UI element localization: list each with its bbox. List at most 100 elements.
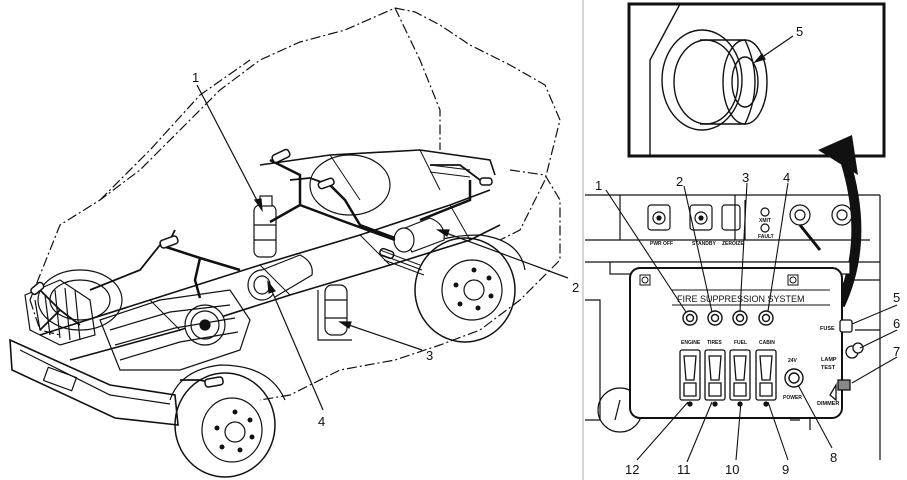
lamp-engine	[682, 310, 698, 326]
front-wheel-hub	[224, 421, 246, 443]
front-fender	[169, 364, 286, 401]
vehicle-callout-2: 2	[572, 280, 579, 295]
cab-outline	[29, 7, 561, 301]
lamp-test-label-2: TEST	[821, 365, 836, 371]
panel-callout-3: 3	[742, 170, 749, 185]
switch-fuel[interactable]	[729, 349, 751, 407]
switch-label-fuel: FUEL	[734, 340, 747, 346]
front-wheel-left	[37, 269, 123, 331]
rear-wheel-left	[309, 154, 391, 216]
rear-wheel-right	[414, 237, 516, 343]
bumper-detail	[19, 349, 171, 405]
suppression-cylinder-4	[261, 254, 313, 298]
rocker-switches	[679, 349, 777, 407]
bottle-3-bracket	[317, 290, 352, 341]
hose-fittings	[30, 148, 493, 388]
panel-callout-1: 1	[595, 178, 602, 193]
detail-leader	[753, 35, 794, 64]
pipe-main	[159, 158, 472, 299]
panel-callout-8: 8	[830, 450, 837, 465]
frame-rail-right	[69, 224, 501, 361]
switch-cabin[interactable]	[755, 349, 777, 407]
grille	[24, 279, 96, 346]
panel-callout-6: 6	[893, 316, 900, 331]
right-edge	[850, 195, 881, 460]
power-button[interactable]	[784, 368, 804, 388]
switch-label-tires: TIRES	[707, 340, 722, 346]
front-wheel-right-rim	[201, 397, 263, 463]
power-label: POWER	[783, 395, 802, 401]
lamp-test-button[interactable]	[845, 342, 864, 359]
detail-inset	[627, 2, 886, 158]
panel-callout-5: 5	[893, 290, 900, 305]
frame-rail-left	[39, 189, 491, 336]
xmit-label: XMIT	[759, 218, 771, 224]
rear-wheel-hub	[463, 279, 485, 301]
lamp-cabin	[758, 310, 774, 326]
panel-callout-12: 12	[625, 462, 639, 477]
fuse-holder[interactable]	[839, 319, 853, 333]
vehicle-callout-4: 4	[318, 414, 325, 429]
lamp-fuel	[732, 310, 748, 326]
detail-button-face	[722, 39, 768, 125]
panel-callout-9: 9	[782, 462, 789, 477]
panel-callout-2: 2	[676, 174, 683, 189]
upper-knob-1	[789, 204, 811, 226]
lamp-tires	[707, 310, 723, 326]
rear-springs	[379, 164, 471, 276]
zoom-arrowhead	[818, 135, 858, 175]
dimmer-knob[interactable]	[829, 379, 851, 402]
panel-callout-10: 10	[725, 462, 739, 477]
hood-outline	[99, 59, 251, 201]
suppression-bottle-3	[324, 284, 348, 336]
front-wheel-lugs	[214, 409, 255, 453]
panel-callout-4: 4	[783, 170, 790, 185]
fault-label: FAULT	[758, 234, 774, 240]
front-wheel-right	[174, 372, 276, 478]
panel-callout-11: 11	[677, 462, 691, 477]
detail-background-edge	[649, 3, 681, 156]
panel-callout-7: 7	[893, 344, 900, 359]
indicator-lamps	[682, 310, 774, 326]
fuse-label: FUSE	[820, 326, 835, 332]
switch-engine[interactable]	[679, 349, 701, 407]
vehicle-leader-lines	[196, 84, 569, 411]
vehicle-callout-1: 1	[192, 70, 199, 85]
upper-toggle-standby	[689, 204, 713, 231]
vehicle-callout-3: 3	[426, 348, 433, 363]
voltage-label: 24V	[788, 358, 798, 364]
upper-label-pwr-off: PWR OFF	[650, 241, 673, 247]
grille-slats	[34, 287, 81, 341]
detail-callout-5: 5	[796, 24, 803, 39]
switch-label-cabin: CABIN	[759, 340, 775, 346]
upper-label-zeroize: ZEROIZE	[722, 241, 744, 247]
upper-toggle-zeroize	[721, 204, 741, 231]
vehicle-chassis-illustration	[9, 7, 561, 478]
engine-block	[99, 289, 251, 371]
upper-label-standby: STANDBY	[692, 241, 716, 247]
suppression-bottle-1	[253, 204, 277, 258]
zoom-arrow	[835, 158, 862, 308]
bumper-plate	[42, 366, 78, 392]
cab-rear-line	[394, 7, 441, 150]
xmit-lamp	[760, 207, 770, 217]
detail-button-body	[700, 39, 756, 125]
switch-label-engine: ENGINE	[681, 340, 701, 346]
front-bumper	[9, 338, 179, 426]
fault-lamp	[760, 223, 770, 233]
rear-wheel-lugs	[453, 267, 494, 311]
engine-detail	[109, 304, 239, 361]
dimmer-label: DIMMER	[817, 401, 839, 407]
rear-wheel-right-rim	[441, 259, 503, 321]
upper-toggle-pwr-off	[647, 204, 671, 231]
upper-knob-2	[831, 204, 853, 226]
crossmembers	[149, 149, 471, 331]
bed-line	[259, 169, 561, 401]
detail-frame	[627, 2, 886, 158]
panel-leader-lines	[605, 182, 898, 463]
pipe-secondary	[39, 164, 481, 386]
switch-tires[interactable]	[704, 349, 726, 407]
lamp-test-label-1: LAMP	[821, 357, 837, 363]
detail-button-base	[661, 29, 743, 131]
